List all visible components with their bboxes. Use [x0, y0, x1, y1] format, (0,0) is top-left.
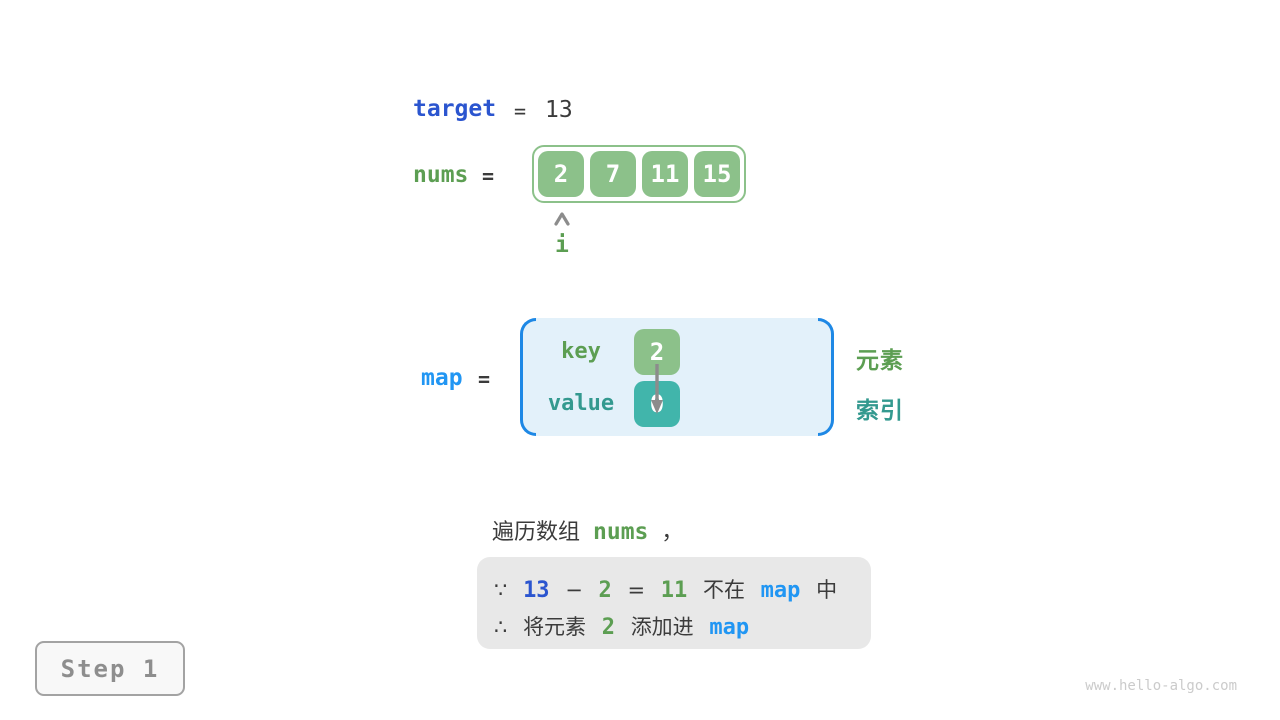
caption-line: 遍历数组 nums ，	[492, 514, 683, 546]
target-equals-sign: =	[514, 99, 527, 123]
index-pointer-label: i	[555, 232, 569, 258]
element-annotation: 元素	[856, 348, 904, 374]
in-suffix-text: 中	[816, 578, 838, 602]
note-line-because: ∵ 13 − 2 = 11 不在 map 中	[494, 572, 853, 609]
array-cell: 15	[694, 151, 740, 197]
nums-array: 2 7 11 15	[532, 145, 746, 203]
because-symbol: ∵	[494, 578, 508, 602]
map-code-ref: map	[760, 578, 801, 603]
added-number: 2	[601, 615, 615, 640]
array-cell: 2	[538, 151, 584, 197]
nums-equals-sign: =	[482, 164, 495, 188]
target-variable: target	[413, 96, 497, 122]
array-cell: 7	[590, 151, 636, 197]
key-to-value-arrow-icon	[651, 364, 663, 414]
target-value: 13	[545, 97, 573, 123]
map-container: key value 2 0	[520, 318, 834, 436]
note-line-therefore: ∴ 将元素 2 添加进 map	[494, 609, 853, 646]
watermark-url: www.hello-algo.com	[1085, 678, 1237, 694]
array-cell: 11	[642, 151, 688, 197]
current-number: 2	[598, 578, 612, 603]
difference-number: 11	[660, 578, 688, 603]
value-label: value	[547, 391, 615, 416]
equals-sign: =	[627, 578, 646, 602]
key-label: key	[561, 339, 601, 364]
minus-sign: −	[565, 578, 583, 602]
map-left-bracket	[520, 318, 536, 436]
step-badge: Step 1	[35, 641, 185, 696]
caption-comma: ，	[661, 520, 684, 545]
caption-prefix: 遍历数组	[492, 520, 581, 545]
add-verb-text: 添加进	[630, 615, 694, 639]
not-in-text: 不在	[702, 578, 745, 602]
map-variable: map	[421, 365, 463, 391]
step-badge-label: Step 1	[60, 654, 160, 683]
therefore-symbol: ∴	[494, 615, 508, 639]
index-pointer-caret-icon	[554, 212, 570, 226]
caption-nums-code: nums	[593, 519, 649, 545]
reasoning-note-box: ∵ 13 − 2 = 11 不在 map 中 ∴ 将元素 2 添加进 map	[477, 557, 871, 649]
nums-variable: nums	[413, 162, 469, 188]
map-right-bracket	[818, 318, 834, 436]
index-annotation: 索引	[856, 398, 904, 424]
map-code-ref: map	[709, 615, 750, 640]
add-prefix-text: 将元素	[523, 615, 587, 639]
map-equals-sign: =	[478, 367, 491, 391]
target-number: 13	[523, 578, 550, 603]
